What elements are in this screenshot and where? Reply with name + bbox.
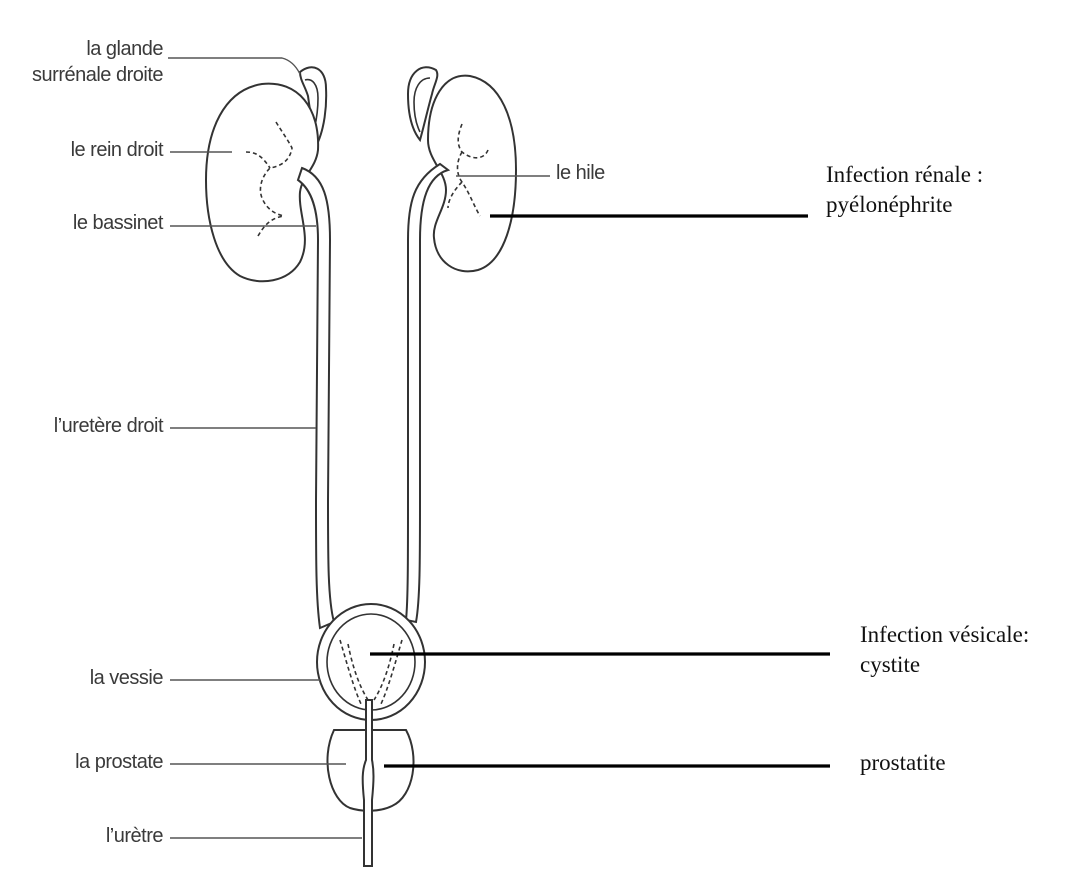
annotation-renal-line1: Infection rénale : — [826, 160, 983, 190]
label-right-ureter: l’uretère droit — [0, 415, 163, 438]
annotation-renal-infection: Infection rénale : pyélonéphrite — [826, 160, 983, 220]
label-hilum: le hile — [556, 162, 605, 185]
label-adrenal-line2: surrénale droite — [0, 62, 163, 88]
annotation-prostate-infection: prostatite — [860, 748, 946, 778]
label-adrenal-gland: la glande surrénale droite — [0, 36, 163, 88]
urethra — [363, 700, 374, 866]
label-prostate: la prostate — [0, 751, 163, 774]
annotation-bladder-infection: Infection vésicale: cystite — [860, 620, 1029, 680]
label-bladder: la vessie — [0, 667, 163, 690]
label-renal-pelvis: le bassinet — [0, 212, 163, 235]
annotation-lines — [370, 216, 830, 766]
label-right-kidney: le rein droit — [0, 139, 163, 162]
label-urethra: l’urètre — [0, 825, 163, 848]
annotation-bladder-line2: cystite — [860, 650, 1029, 680]
annotation-renal-line2: pyélonéphrite — [826, 190, 983, 220]
label-adrenal-line1: la glande — [0, 36, 163, 62]
annotation-prostate-line1: prostatite — [860, 748, 946, 778]
annotation-bladder-line1: Infection vésicale: — [860, 620, 1029, 650]
